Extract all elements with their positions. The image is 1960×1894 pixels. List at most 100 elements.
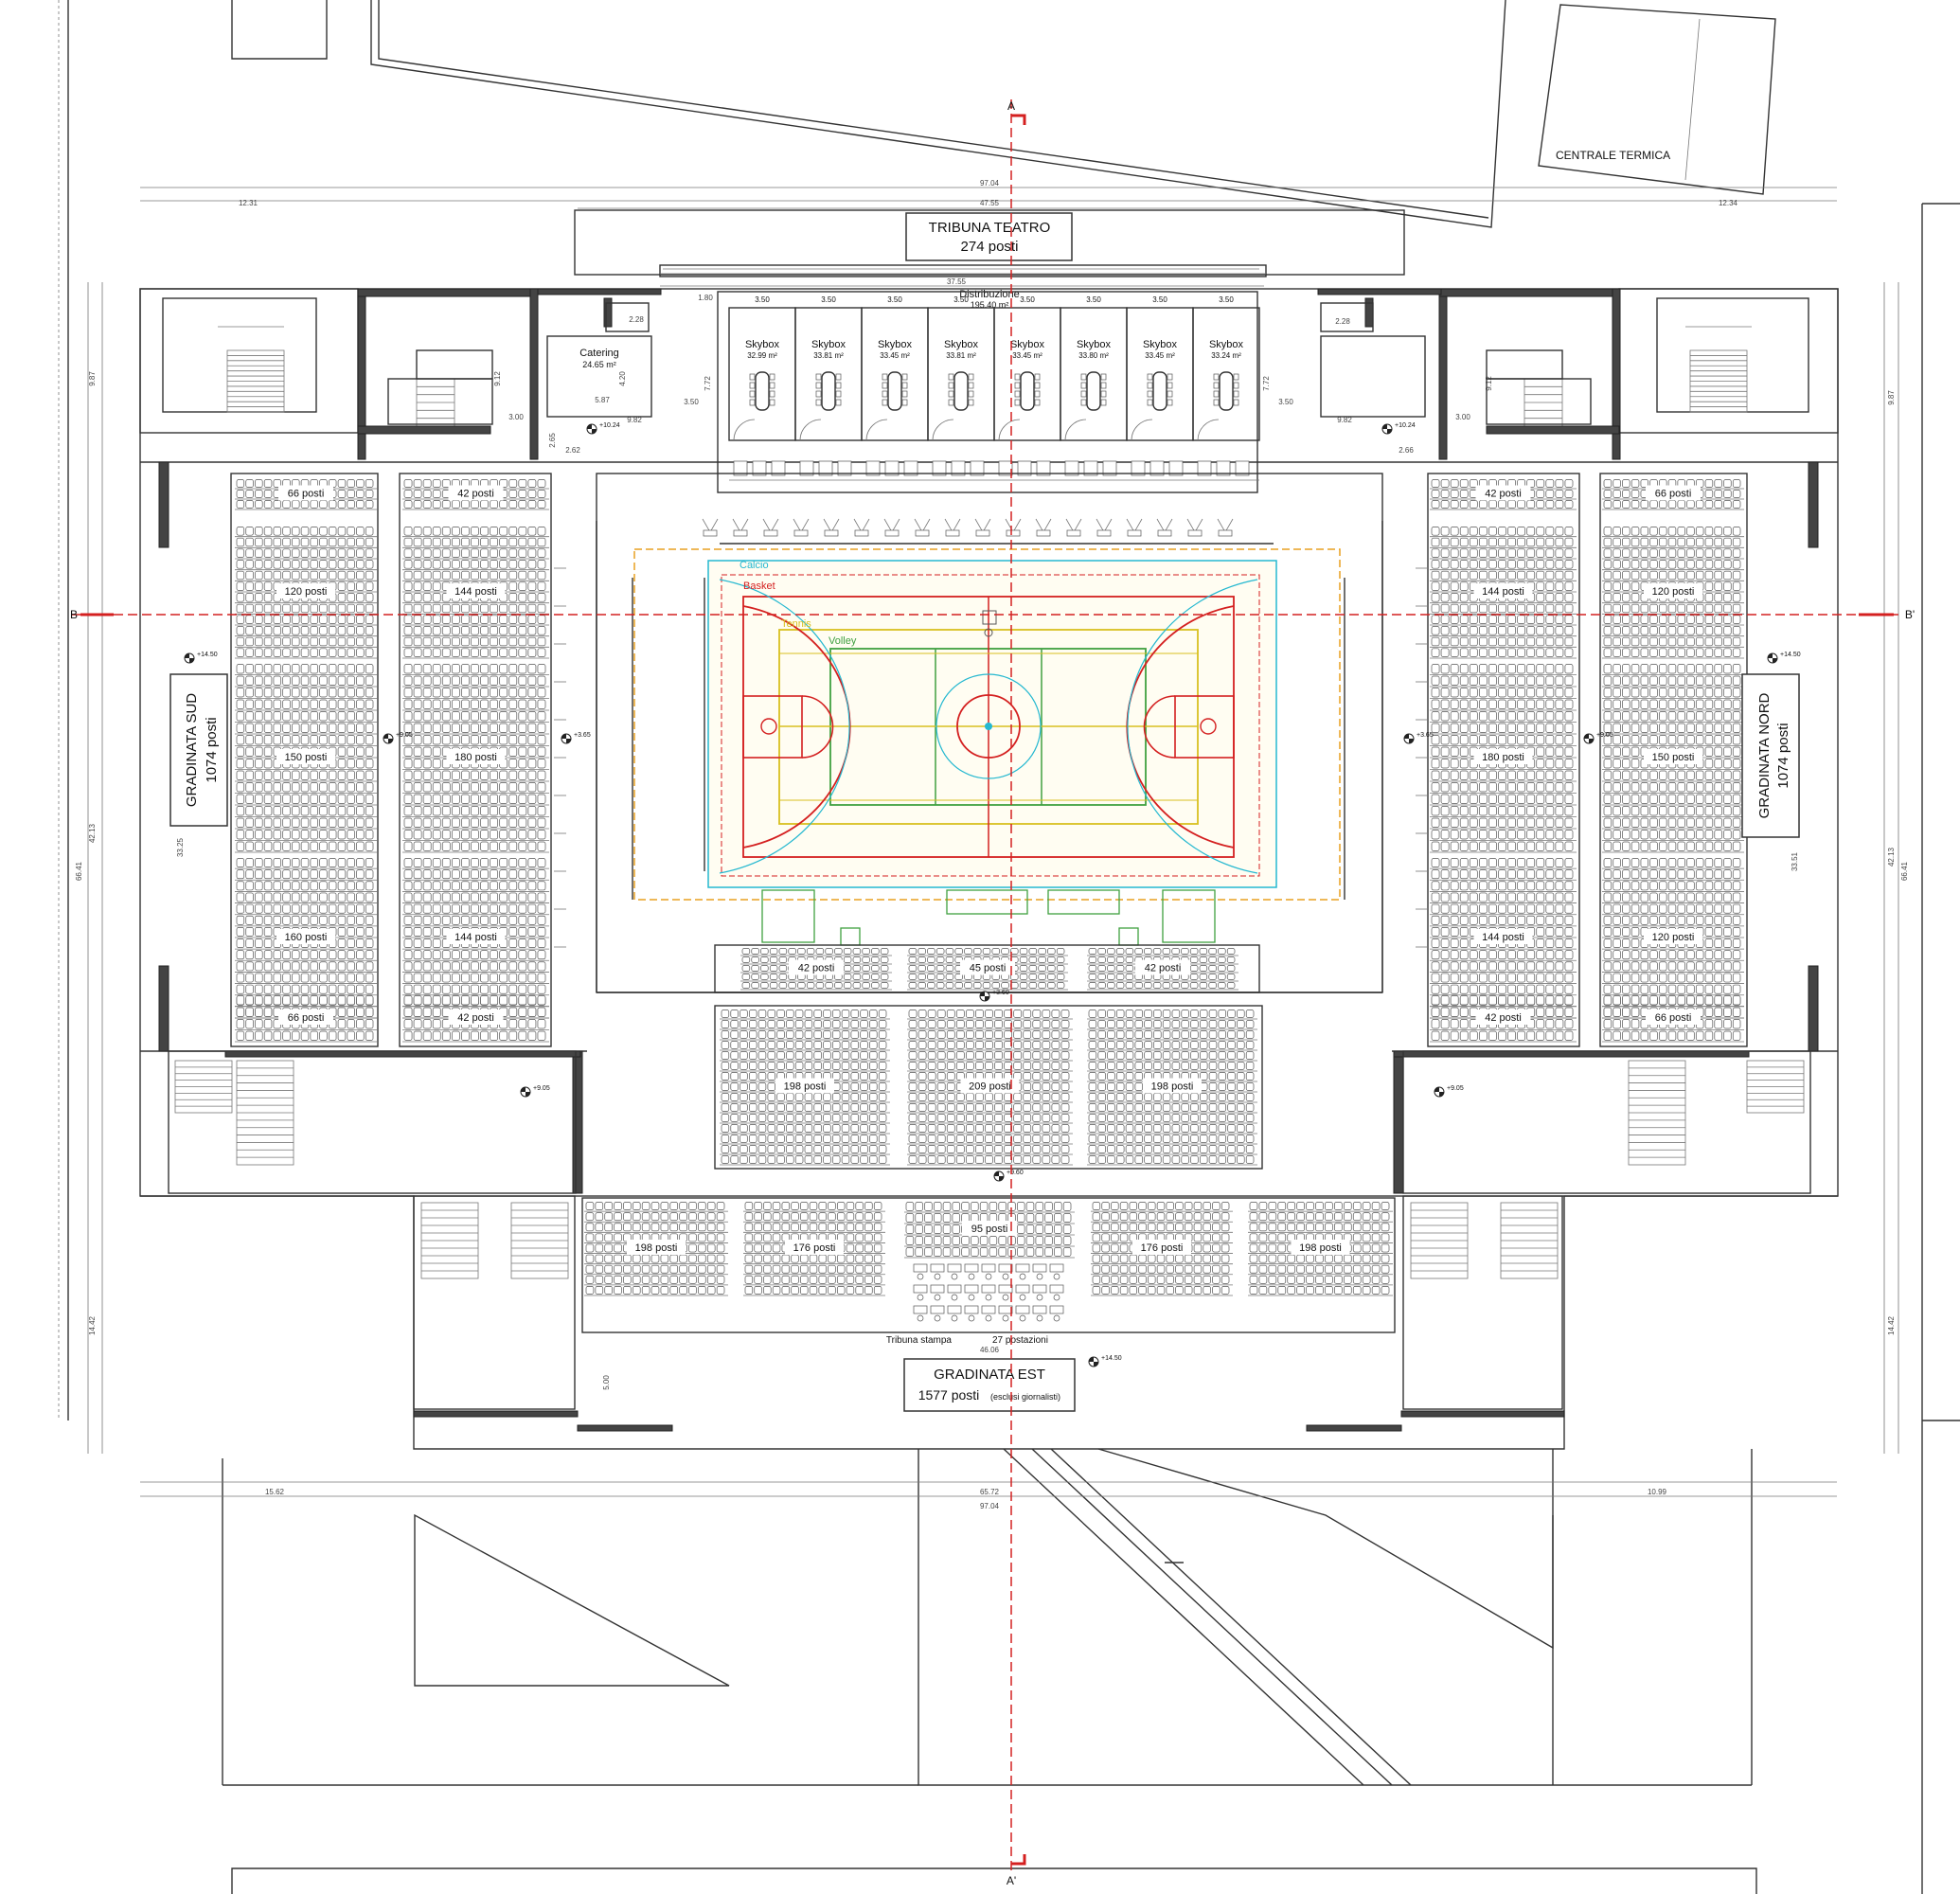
- elevation-mark: +3.65: [561, 732, 591, 744]
- seat-block-label: 180 posti: [1482, 752, 1524, 763]
- skybox-label: Skybox: [944, 339, 979, 350]
- court-label-volley: Volley: [829, 635, 857, 647]
- est-row3-block-4: 176 posti: [1091, 1202, 1233, 1296]
- dim-est-w: 46.06: [980, 1346, 1000, 1354]
- sud-outer-block-4: 160 posti: [235, 858, 377, 1019]
- elevation-value: +14.50: [1780, 652, 1801, 658]
- dim-nord-h: 33.51: [1791, 851, 1799, 871]
- nord-outer-block-4: 120 posti: [1602, 858, 1744, 1019]
- dim-dist-h: 1.80: [698, 294, 713, 302]
- sud-outer-block-5: 66 posti: [235, 995, 377, 1043]
- dim-d10: 7.72: [1262, 376, 1271, 391]
- nord-inner-block-4: 144 posti: [1430, 858, 1577, 1019]
- seat-block-label: 42 posti: [798, 963, 835, 974]
- seat-block-label: 120 posti: [1652, 586, 1695, 598]
- sud-inner-block-1: 42 posti: [402, 479, 549, 510]
- top-right-stair: [1523, 326, 1752, 427]
- dim-d8: 9.12: [1485, 376, 1493, 391]
- elevation-value: +3.65: [1417, 732, 1434, 739]
- elevation-value: +10.24: [1395, 422, 1416, 429]
- seat-block-label: 42 posti: [457, 1012, 494, 1024]
- dim-overall-top: 97.04: [980, 179, 1000, 188]
- seat-block-label: 144 posti: [1482, 586, 1524, 598]
- tribuna-teatro-title: TRIBUNA TEATRO: [929, 220, 1051, 236]
- skybox-label: Skybox: [1077, 339, 1112, 350]
- est-row1-block-3: 42 posti: [1087, 948, 1238, 991]
- stand-labels: GRADINATA SUD 1074 posti GRADINATA NORD …: [169, 673, 1800, 1412]
- elevation-value: +9.05: [396, 732, 413, 739]
- dim-d2: 3.00: [1455, 413, 1470, 421]
- elevation-value: +10.24: [599, 422, 620, 429]
- seat-block-label: 144 posti: [1482, 932, 1524, 943]
- gradinata-est-note: (esclusi giornalisti): [990, 1392, 1060, 1402]
- seat-block-label: 180 posti: [454, 752, 497, 763]
- elevation-mark: +9.05: [1434, 1085, 1464, 1098]
- nord-outer-block-3: 150 posti: [1602, 664, 1744, 853]
- elevation-value: +14.50: [197, 652, 218, 658]
- skybox-width-dim: 3.50: [1086, 295, 1101, 304]
- dim-bottom-mid: 65.72: [980, 1488, 1000, 1496]
- seat-block-label: 66 posti: [288, 1012, 325, 1024]
- dim-full-right: 66.41: [1900, 861, 1909, 881]
- est-row2-block-3: 198 posti: [1087, 1010, 1257, 1166]
- dim-d11: 2.28: [629, 315, 644, 324]
- dim-est-d: 5.00: [602, 1375, 611, 1390]
- court-label-basket: Basket: [743, 581, 775, 592]
- skybox-label: Skybox: [1209, 339, 1244, 350]
- seat-block-label: 42 posti: [1485, 489, 1522, 500]
- nord-inner-block-2: 144 posti: [1430, 527, 1577, 659]
- nord-inner-block-3: 180 posti: [1430, 664, 1577, 853]
- elevation-value: +9.05: [1447, 1085, 1464, 1092]
- dim-mid-left: 42.13: [88, 823, 97, 843]
- structural-walls: [158, 288, 1819, 1432]
- elevation-mark: +3.65: [1403, 732, 1434, 744]
- elevation-marks: +14.50 +14.50 +10.24 +10.24 +9.05 +3.65 +3.65 +…: [184, 422, 1801, 1367]
- dim-d15: 9.82: [627, 416, 642, 424]
- dim-right-top: 12.34: [1719, 199, 1738, 207]
- sud-outer-block-1: 66 posti: [235, 479, 377, 510]
- skybox-area: 33.81 m²: [813, 351, 844, 360]
- elevation-mark: +14.50: [184, 652, 218, 664]
- seat-block-label: 198 posti: [1151, 1081, 1194, 1093]
- elevation-value: +9.05: [1596, 732, 1613, 739]
- seat-block-label: 120 posti: [1652, 932, 1695, 943]
- gradinata-est-seats: 1577 posti: [918, 1387, 980, 1403]
- seat-block-label: 150 posti: [1652, 752, 1695, 763]
- seat-block-label: 198 posti: [635, 1242, 678, 1254]
- seat-block-label: 66 posti: [1655, 489, 1692, 500]
- seat-block-label: 176 posti: [1141, 1242, 1184, 1254]
- court-label-tennis: Tennis: [781, 618, 811, 630]
- sud-inner-block-5: 42 posti: [402, 995, 549, 1043]
- nord-outer-block-1: 66 posti: [1602, 479, 1744, 510]
- skybox-area: 33.45 m²: [1012, 351, 1042, 360]
- seat-block-label: 198 posti: [1299, 1242, 1342, 1254]
- catering-label: Catering: [579, 348, 619, 359]
- sud-inner-block-2: 144 posti: [402, 527, 549, 659]
- service-rooms: Catering 24.65 m² Distribuzione 195.40 m…: [387, 289, 1592, 425]
- gradinata-nord-title: GRADINATA NORD: [1756, 692, 1773, 818]
- lower-cores: [168, 1050, 1811, 1410]
- nord-outer-block-2: 120 posti: [1602, 527, 1744, 659]
- building-outline: [139, 209, 1839, 1450]
- skybox-width-dim: 3.50: [1020, 295, 1035, 304]
- dim-d6: 2.66: [1399, 446, 1414, 455]
- dim-right-h: 9.87: [1887, 390, 1896, 405]
- dim-d3: 3.50: [684, 398, 699, 406]
- dim-d13: 4.20: [618, 371, 627, 386]
- dim-low-left: 14.42: [88, 1315, 97, 1335]
- skybox-area: 33.45 m²: [880, 351, 910, 360]
- est-row1-block-1: 42 posti: [740, 948, 892, 991]
- skybox-width-dim: 3.50: [1219, 295, 1234, 304]
- seat-block-label: 144 posti: [454, 586, 497, 598]
- dim-bottom-right: 10.99: [1648, 1488, 1667, 1496]
- dim-d7: 9.12: [493, 371, 502, 386]
